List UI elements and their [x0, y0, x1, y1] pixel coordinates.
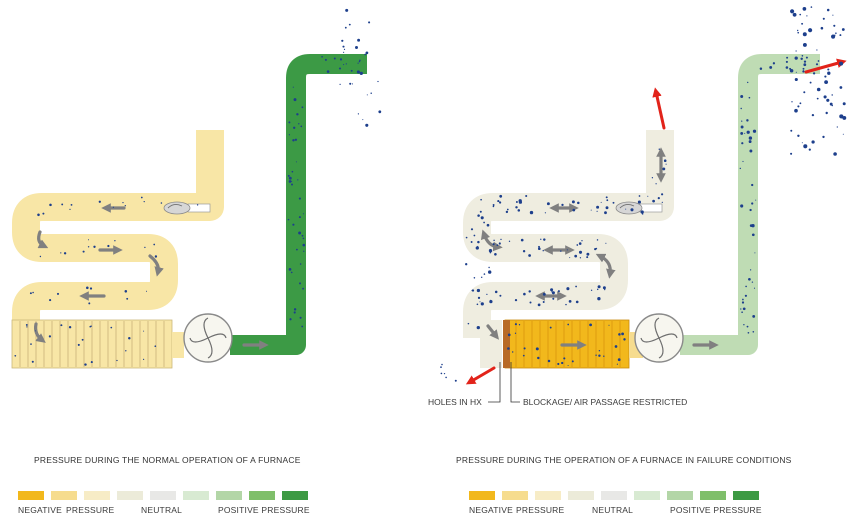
- exhaust-pipe: [230, 54, 367, 355]
- scale-positive: POSITIVE PRESSURE: [218, 505, 310, 515]
- scale-swatch-1: [18, 491, 44, 500]
- holes-callout: HOLES IN HX: [428, 397, 482, 407]
- scale-swatch-7: [667, 491, 693, 500]
- flue-duct: [12, 130, 224, 338]
- pressure-scale-left: [18, 491, 315, 501]
- normal-caption: PRESSURE DURING THE NORMAL OPERATION OF …: [34, 455, 301, 465]
- failure-conditions-diagram: HOLES IN HX BLOCKAGE/ AIR PASSAGE RESTRI…: [428, 6, 847, 407]
- scale-swatch-1: [469, 491, 495, 500]
- scale-swatch-2: [502, 491, 528, 500]
- scale-neutral: NEUTRAL: [592, 505, 634, 515]
- scale-positive: POSITIVE PRESSURE: [670, 505, 762, 515]
- scale-swatch-7: [216, 491, 242, 500]
- flue-duct-failure: [463, 130, 674, 338]
- failure-caption: PRESSURE DURING THE OPERATION OF A FURNA…: [456, 455, 792, 465]
- pressure-scale-right: [469, 491, 766, 501]
- scale-swatch-2: [51, 491, 77, 500]
- scale-swatch-6: [634, 491, 660, 500]
- flow-arrows-failure: [480, 147, 719, 350]
- scale-swatch-4: [568, 491, 594, 500]
- normal-operation-diagram: [11, 8, 382, 369]
- scale-swatch-6: [183, 491, 209, 500]
- scale-negative: NEGATIVE: [469, 505, 513, 515]
- particles-failure: [440, 6, 847, 382]
- flow-arrows: [34, 203, 269, 350]
- scale-pressure: PRESSURE: [66, 505, 115, 515]
- flame-icon: [615, 201, 663, 215]
- scale-swatch-3: [535, 491, 561, 500]
- blockage-callout: BLOCKAGE/ AIR PASSAGE RESTRICTED: [523, 397, 687, 407]
- scale-swatch-5: [601, 491, 627, 500]
- flame-icon: [163, 201, 211, 215]
- scale-swatch-8: [249, 491, 275, 500]
- scale-swatch-9: [282, 491, 308, 500]
- scale-swatch-4: [117, 491, 143, 500]
- scale-negative: NEGATIVE: [18, 505, 62, 515]
- exhaust-pipe-failure: [680, 54, 820, 355]
- fan-icon: [634, 313, 684, 363]
- leak-arrows: [465, 58, 847, 385]
- scale-neutral: NEUTRAL: [141, 505, 183, 515]
- particles: [14, 8, 382, 366]
- scale-swatch-8: [700, 491, 726, 500]
- scale-swatch-5: [150, 491, 176, 500]
- blockage: [503, 320, 510, 368]
- fan-icon: [183, 313, 233, 363]
- scale-pressure: PRESSURE: [516, 505, 565, 515]
- scale-swatch-3: [84, 491, 110, 500]
- scale-swatch-9: [733, 491, 759, 500]
